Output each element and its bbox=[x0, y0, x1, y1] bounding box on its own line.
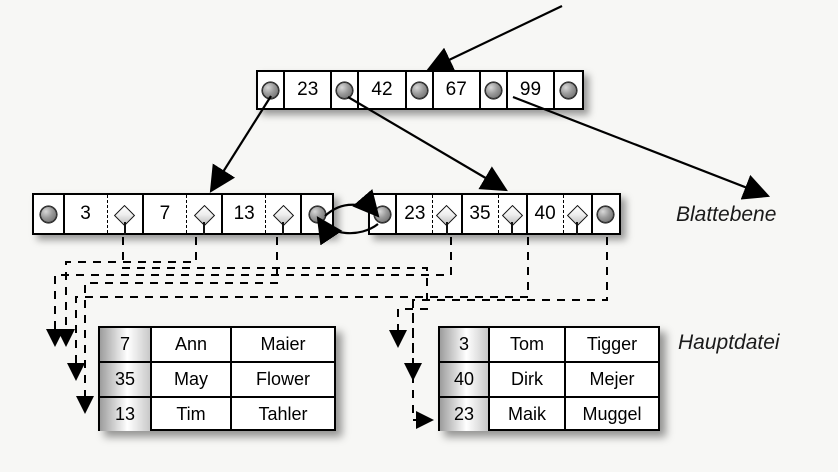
record-ref-cell[interactable] bbox=[266, 195, 303, 235]
link-left-d1 bbox=[122, 237, 428, 348]
record-key-cell: 40 bbox=[440, 363, 490, 396]
record-ref-cell[interactable] bbox=[187, 195, 224, 235]
pointer-cell[interactable] bbox=[593, 195, 619, 233]
pointer-dot-icon bbox=[560, 81, 577, 99]
pointer-cell[interactable] bbox=[407, 72, 434, 108]
pointer-cell[interactable] bbox=[34, 195, 65, 233]
record-text-cell: Maier bbox=[260, 334, 306, 354]
key-cell[interactable]: 35 bbox=[463, 195, 499, 233]
diamond-icon bbox=[114, 204, 136, 235]
key-value: 13 bbox=[233, 203, 255, 224]
pointer-cell[interactable] bbox=[332, 72, 360, 108]
link-right-d1 bbox=[46, 237, 452, 347]
key-value: 7 bbox=[159, 203, 171, 224]
record-text-cell: Maik bbox=[490, 398, 566, 431]
key-value: 42 bbox=[371, 79, 393, 100]
edge-root-to-leaf-left bbox=[209, 95, 272, 193]
diamond-icon bbox=[566, 204, 588, 235]
edge-leaf-sibling-fwd bbox=[324, 189, 380, 218]
key-cell[interactable]: 67 bbox=[434, 72, 481, 108]
link-right-d3 bbox=[404, 237, 608, 381]
key-cell[interactable]: 99 bbox=[508, 72, 555, 108]
record-ref-cell[interactable] bbox=[499, 195, 528, 235]
record-text-cell: Dirk bbox=[490, 363, 566, 396]
link-left-d3 bbox=[76, 237, 278, 414]
pointer-dot-icon bbox=[336, 81, 354, 99]
record-key-cell: 7 bbox=[100, 328, 152, 361]
diamond-icon bbox=[436, 204, 458, 235]
record-text-cell: Muggel bbox=[582, 404, 642, 424]
edge-external-to-root bbox=[426, 5, 563, 72]
record-key-cell: 23 bbox=[440, 398, 490, 431]
key-value: 99 bbox=[519, 79, 542, 100]
key-cell[interactable]: 40 bbox=[528, 195, 564, 233]
edge-root-to-right-outside bbox=[512, 95, 771, 200]
pointer-dot-icon bbox=[39, 205, 57, 223]
record-key-cell: 35 bbox=[100, 363, 152, 396]
key-value: 67 bbox=[445, 79, 467, 100]
link-right-d3b bbox=[412, 300, 434, 429]
key-value: 23 bbox=[297, 79, 319, 100]
record-text-cell: Tahler bbox=[258, 404, 308, 424]
key-cell[interactable]: 42 bbox=[359, 72, 407, 108]
record-text-cell: Mejer bbox=[589, 369, 635, 389]
key-cell[interactable]: 23 bbox=[397, 195, 434, 233]
key-cell[interactable]: 13 bbox=[223, 195, 267, 233]
label-blattebene: Blattebene bbox=[676, 203, 777, 226]
key-cell[interactable]: 7 bbox=[144, 195, 187, 233]
root-index-node[interactable]: 23 42 67 99 bbox=[256, 70, 584, 110]
pointer-dot-icon bbox=[484, 81, 502, 99]
record-text-cell: Flower bbox=[255, 369, 310, 389]
record-text-cell: May bbox=[152, 363, 232, 396]
key-value: 35 bbox=[469, 203, 491, 224]
record-ref-cell[interactable] bbox=[433, 195, 463, 235]
record-text-cell: Tom bbox=[490, 328, 566, 361]
diamond-icon bbox=[272, 204, 294, 235]
pointer-cell[interactable] bbox=[555, 72, 582, 108]
pointer-dot-icon bbox=[410, 81, 428, 99]
label-hauptdatei: Hauptdatei bbox=[678, 331, 780, 354]
link-left-d2 bbox=[57, 237, 197, 347]
record-text-cell: Ann bbox=[152, 328, 232, 361]
record-key-cell: 13 bbox=[100, 398, 152, 431]
record-ref-cell[interactable] bbox=[564, 195, 593, 235]
edge-root-to-leaf-right bbox=[347, 96, 508, 192]
diamond-icon bbox=[193, 204, 215, 235]
link-right-d2 bbox=[67, 237, 529, 381]
diamond-icon bbox=[501, 204, 523, 235]
record-key-cell: 3 bbox=[440, 328, 490, 361]
key-value: 40 bbox=[534, 203, 556, 224]
key-cell[interactable]: 3 bbox=[65, 195, 108, 233]
pointer-dot-icon bbox=[597, 205, 615, 223]
record-ref-cell[interactable] bbox=[108, 195, 144, 235]
pointer-cell[interactable] bbox=[481, 72, 508, 108]
leaf-node-right[interactable]: 23 35 40 bbox=[368, 193, 621, 235]
leaf-node-left[interactable]: 3 7 13 bbox=[32, 193, 334, 235]
record-text-cell: Tim bbox=[152, 398, 232, 431]
key-cell[interactable]: 23 bbox=[285, 72, 333, 108]
record-text-cell: Tigger bbox=[586, 334, 638, 354]
edge-leaf-sibling-back bbox=[316, 216, 379, 246]
key-value: 3 bbox=[80, 203, 91, 224]
key-value: 23 bbox=[404, 203, 426, 224]
